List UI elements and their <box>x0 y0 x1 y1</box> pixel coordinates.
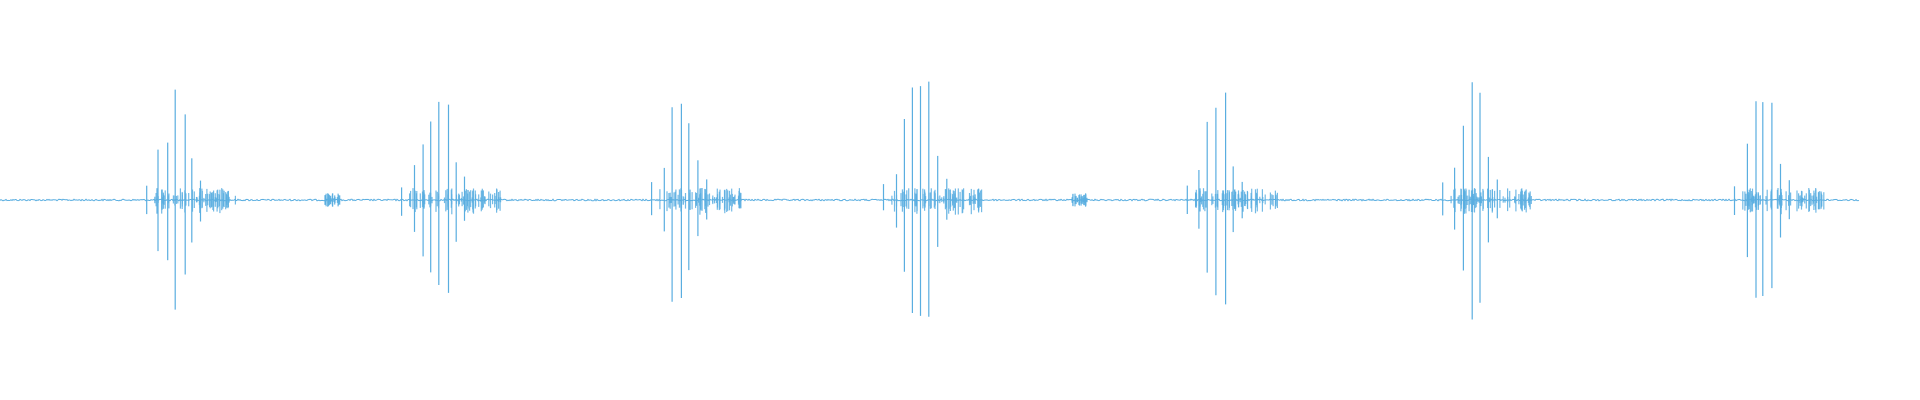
waveform-trace <box>0 81 1860 320</box>
